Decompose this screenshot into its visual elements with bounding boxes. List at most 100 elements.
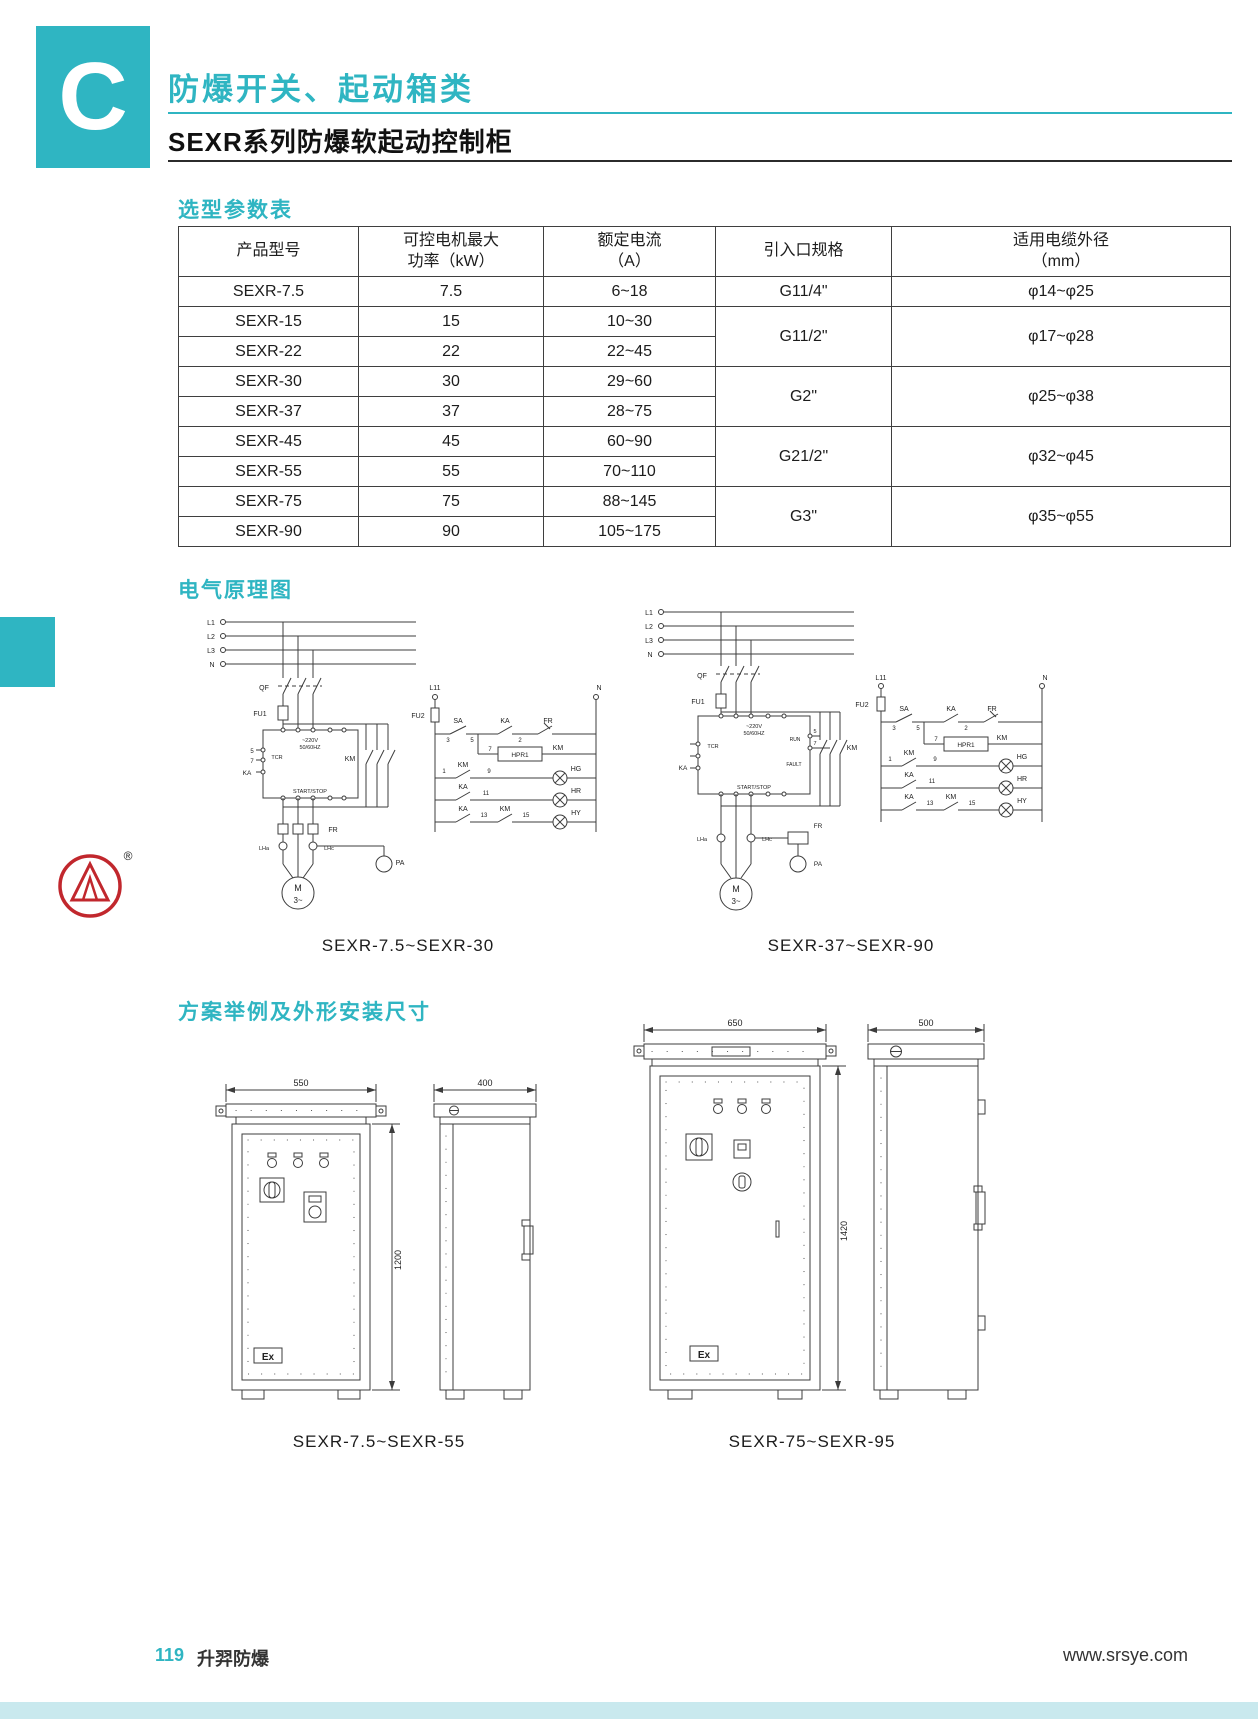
diagram-label: L2 [207,634,215,641]
dark-rule [168,160,1232,162]
diagram-label: PA [396,860,405,867]
bypass-contactor-km [720,711,848,807]
diagram-label: KA [243,770,252,777]
diagram-label: 1420 [839,1221,849,1241]
diagram-label: 5 [470,738,474,744]
cable-cell: φ17~φ28 [891,306,1231,367]
model-cell: SEXR-45 [178,426,359,457]
soft-starter-module [256,727,359,801]
power-cell: 22 [358,336,544,367]
diagram-label: 9 [933,757,937,763]
current-cell: 29~60 [543,366,716,397]
diagram-label: Ex [262,1352,275,1363]
selection-parameter-table: 产品型号 可控电机最大 功率（kW） 额定电流 （A） 引入口规格 适用电缆外径… [178,226,1231,547]
ex-plate [689,1345,719,1362]
footer-website: www.srsye.com [1062,1645,1188,1665]
breaker-qf [278,677,322,706]
diagram-label: TCR [707,744,718,750]
feet [445,1389,523,1400]
power-bus [658,609,854,666]
diagram-label: FU1 [253,711,266,718]
diagram-label: N [647,652,652,659]
diagram-label: FR [814,823,823,830]
col-header-power: 可控电机最大 功率（kW） [358,226,544,277]
cabinet-side-large: 500 [867,1018,986,1400]
diagram-label: KM [997,735,1008,742]
cabinet-body [649,1065,821,1391]
diagram-label: KM [946,794,957,801]
col-header-model: 产品型号 [178,226,359,277]
circuit-section-title: 电气原理图 [178,579,293,602]
diagram-label: 1200 [393,1250,403,1270]
power-cell: 7.5 [358,276,544,307]
ammeter-pa [789,855,807,873]
door-controls [259,1152,329,1223]
diagram-label: QF [259,685,269,692]
width-dimension [225,1084,377,1102]
footer-brand: 升羿防爆 [197,1649,269,1669]
diagram-label: KA [904,794,914,801]
diagram-label: KA [458,784,468,791]
current-cell: 6~18 [543,276,716,307]
diagram-label: L1 [645,610,653,617]
diagram-label: FU2 [855,702,868,709]
diagram-label: N [596,685,601,692]
diagram-label: LHa [259,846,270,852]
diagram-label: KA [679,765,688,772]
diagram-label: 5 [250,749,254,755]
diagram-label: SA [453,718,463,725]
table-row: SEXR-45 45 60~90 G21/2" φ32~φ45 [178,426,1231,487]
diagram-label: L11 [875,675,886,682]
cabinet-side-small: 400 [433,1078,537,1400]
table-row: SEXR-75 75 88~145 G3" φ35~φ55 [178,486,1231,547]
diagram-label: KM [904,750,915,757]
table-section-title: 选型参数表 [178,199,293,222]
diagram-label: N [209,662,214,669]
power-cell: 37 [358,396,544,427]
cabinet-body [873,1065,986,1391]
category-title: 防爆开关、起动箱类 [168,72,474,107]
table-row: SEXR-7.5 7.5 6~18 G11/4" φ14~φ25 [178,276,1231,307]
product-title: SEXR系列防爆软起动控制柜 [168,127,513,157]
current-cell: 10~30 [543,306,716,337]
motor-symbol [281,842,315,910]
diagram-label: 9 [487,769,491,775]
diagram-label: L2 [645,624,653,631]
power-cell: 90 [358,516,544,547]
model-cell: SEXR-15 [178,306,359,337]
diagram-label: 11 [483,791,490,797]
current-cell: 22~45 [543,336,716,367]
width-dimension [643,1024,827,1042]
diagram-label: M [732,884,740,894]
model-cell: SEXR-22 [178,336,359,367]
diagram-label: 13 [481,813,488,819]
feet [667,1389,803,1400]
power-cell: 45 [358,426,544,457]
cable-cell: φ35~φ55 [891,486,1231,547]
control-circuit [876,683,1045,822]
feet [241,1389,361,1400]
width-dimension [867,1024,985,1042]
cable-cell: φ25~φ38 [891,366,1231,427]
feet [879,1389,967,1400]
diagram-label: FR [543,718,552,725]
diagram-label: LHa [697,837,708,843]
diagram-label: 3 [892,726,896,732]
diagram-label: 400 [477,1078,492,1088]
width-dimension [433,1084,537,1102]
diagram-label: L1 [207,620,215,627]
table-header-row: 产品型号 可控电机最大 功率（kW） 额定电流 （A） 引入口规格 适用电缆外径… [178,226,1231,277]
diagram-label: N [1042,675,1047,682]
soft-starter-module [690,713,830,797]
diagram-label: KM [553,745,564,752]
diagram-label: 7 [934,737,938,743]
power-cell: 55 [358,456,544,487]
model-cell: SEXR-75 [178,486,359,517]
outline-caption-right: SEXR-75~SEXR-95 [728,1432,896,1451]
cable-cell: φ32~φ45 [891,426,1231,487]
diagram-label: L3 [645,638,653,645]
height-dimension [372,1123,400,1391]
current-cell: 28~75 [543,396,716,427]
